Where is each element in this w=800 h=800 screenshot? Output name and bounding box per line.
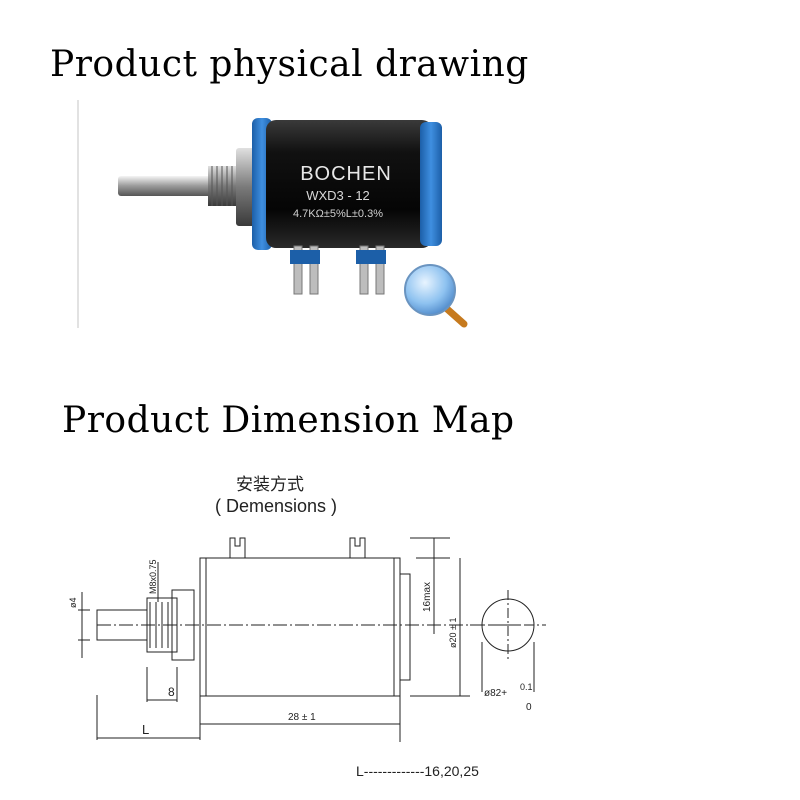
dim-label-body-dia: ø20 ± 1 bbox=[448, 618, 458, 648]
product-spec-text: 4.7KΩ±5%L±0.3% bbox=[293, 208, 383, 220]
dim-label-body-len: 28 ± 1 bbox=[288, 712, 316, 723]
dim-title-cn: 安装方式 bbox=[236, 475, 304, 494]
dim-legend: L-------------16,20,25 bbox=[356, 763, 479, 779]
dim-label-side-tol-lower: 0 bbox=[526, 702, 532, 713]
dim-label-side-dia: ø82+ bbox=[484, 688, 507, 699]
product-model-text: WXD3 - 12 bbox=[306, 188, 370, 203]
dim-label-side-tol-upper: 0.1 bbox=[520, 682, 533, 692]
dim-title-en: ( Demensions ) bbox=[215, 496, 337, 516]
photo-section-title: Product physical drawing bbox=[50, 44, 529, 85]
magnifier-icon[interactable] bbox=[404, 264, 468, 328]
dim-label-thread-len: 8 bbox=[168, 685, 175, 699]
product-brand-text: BOCHEN bbox=[300, 163, 392, 185]
product-photo: BOCHEN WXD3 - 12 4.7KΩ±5%L±0.3% bbox=[76, 100, 496, 332]
dim-label-length-l: L bbox=[142, 722, 149, 737]
dimension-drawing: 安装方式 ( Demensions ) ø4 M8x0.75 16max ø20… bbox=[60, 462, 580, 792]
dim-label-thread: M8x0.75 bbox=[148, 559, 158, 594]
dim-label-shaft-dia: ø4 bbox=[68, 597, 78, 608]
dimension-section-title: Product Dimension Map bbox=[62, 400, 515, 441]
dim-label-height: 16max bbox=[422, 582, 433, 612]
